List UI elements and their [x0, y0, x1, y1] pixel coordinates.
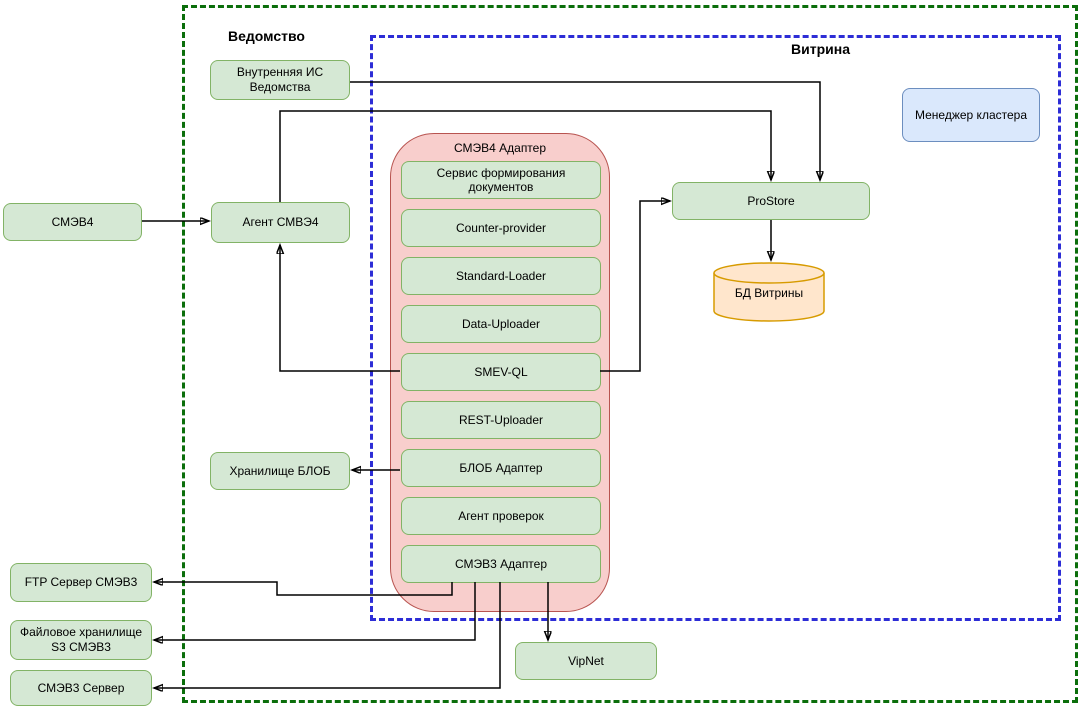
region-vedomstvo: Ведомство: [182, 5, 1078, 703]
adapter-item-doc-service: Сервис формирования документов: [401, 161, 601, 199]
region-vitrina-label: Витрина: [791, 41, 850, 57]
adapter-item-rest-uploader: REST-Uploader: [401, 401, 601, 439]
node-file-storage-s3: Файловое хранилище S3 СМЭВ3: [10, 620, 152, 660]
adapter-item-blob-adapter: БЛОБ Адаптер: [401, 449, 601, 487]
node-smev3-server: СМЭВ3 Сервер: [10, 670, 152, 706]
adapter-item-smev-ql: SMEV-QL: [401, 353, 601, 391]
adapter-item-check-agent: Агент проверок: [401, 497, 601, 535]
adapter-item-standard-loader: Standard-Loader: [401, 257, 601, 295]
node-db-vitrina: БД Витрины: [713, 262, 825, 322]
node-vipnet: VipNet: [515, 642, 657, 680]
node-blob-storage: Хранилище БЛОБ: [210, 452, 350, 490]
node-internal-is: Внутренняя ИС Ведомства: [210, 60, 350, 100]
adapter-item-data-uploader: Data-Uploader: [401, 305, 601, 343]
region-vedomstvo-label: Ведомство: [228, 28, 305, 44]
adapter-item-counter-provider: Counter-provider: [401, 209, 601, 247]
node-ftp-server: FTP Сервер СМЭВ3: [10, 563, 152, 602]
db-cylinder-icon: [713, 262, 825, 322]
smev4-adapter-title: СМЭВ4 Адаптер: [453, 141, 547, 155]
node-db-vitrina-label: БД Витрины: [734, 286, 804, 300]
node-prostore: ProStore: [672, 182, 870, 220]
node-cluster-manager: Менеджер кластера: [902, 88, 1040, 142]
smev4-adapter-container: СМЭВ4 Адаптер Сервис формирования докуме…: [390, 133, 610, 612]
node-smev4: СМЭВ4: [3, 203, 142, 241]
node-agent-smve4: Агент СМВЭ4: [211, 202, 350, 243]
adapter-item-smev3-adapter: СМЭВ3 Адаптер: [401, 545, 601, 583]
